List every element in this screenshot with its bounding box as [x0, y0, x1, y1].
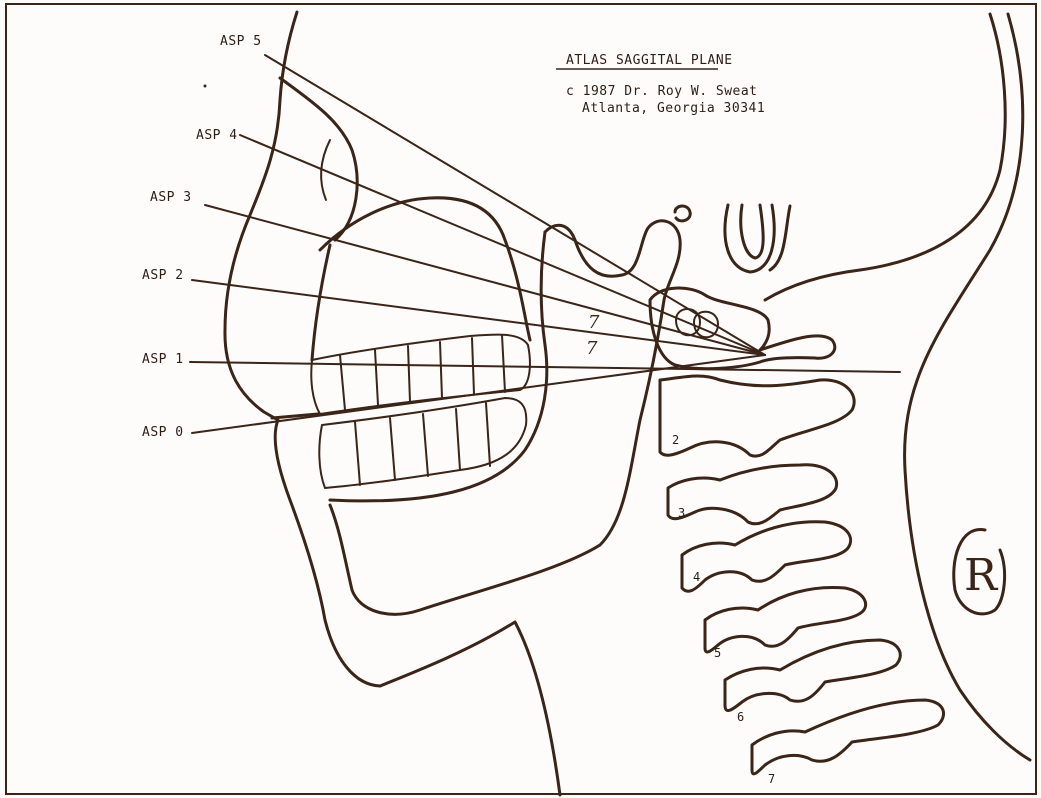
ear-marker-letter: R — [964, 550, 997, 601]
copyright-line: c 1987 Dr. Roy W. Sweat — [566, 84, 758, 99]
frame-border — [6, 4, 1036, 794]
vertebra-label-c2: 2 — [672, 433, 679, 447]
plane-line-asp1 — [190, 362, 900, 372]
upper-teeth-dividers — [340, 335, 505, 410]
jaw-line — [380, 622, 560, 795]
plane-line-asp5 — [265, 55, 765, 355]
handwritten-mark-upper: 7 — [588, 312, 599, 333]
location-line: Atlanta, Georgia 30341 — [582, 101, 765, 116]
vertebra-label-c3: 3 — [678, 506, 685, 520]
plane-label-asp5: ASP 5 — [220, 34, 262, 49]
plane-line-asp4 — [240, 135, 765, 355]
plane-label-asp4: ASP 4 — [196, 128, 238, 143]
vertebra-c6 — [725, 640, 900, 711]
plane-label-asp1: ASP 1 — [142, 352, 184, 367]
plane-line-asp2 — [192, 280, 765, 355]
plane-label-asp3: ASP 3 — [150, 190, 192, 205]
plane-label-asp0: ASP 0 — [142, 425, 184, 440]
vertebra-label-c4: 4 — [693, 570, 700, 584]
vertebra-label-c6: 6 — [737, 710, 744, 724]
skull-back-outline — [765, 14, 1005, 300]
handwritten-mark-lower: 7 — [586, 338, 597, 359]
lower-teeth-dividers — [355, 403, 490, 485]
vertebra-label-c5: 5 — [714, 646, 721, 660]
vertebra-c4 — [682, 522, 851, 592]
vertebra-c5 — [705, 587, 866, 652]
vertebra-c7 — [752, 700, 944, 774]
plane-line-asp3 — [205, 205, 765, 355]
ear-cartilage — [725, 205, 790, 272]
vertebra-c2 — [660, 376, 854, 456]
diagram-title: ATLAS SAGGITAL PLANE — [566, 53, 733, 68]
ear-canal-circle — [675, 206, 690, 221]
plane-label-asp2: ASP 2 — [142, 268, 184, 283]
palate-line — [312, 245, 330, 360]
face-profile-outline — [225, 12, 380, 686]
vertebra-c3 — [668, 465, 837, 524]
stray-mark — [204, 85, 207, 88]
neck-back-outline — [905, 14, 1030, 760]
vertebra-label-c7: 7 — [768, 772, 775, 786]
